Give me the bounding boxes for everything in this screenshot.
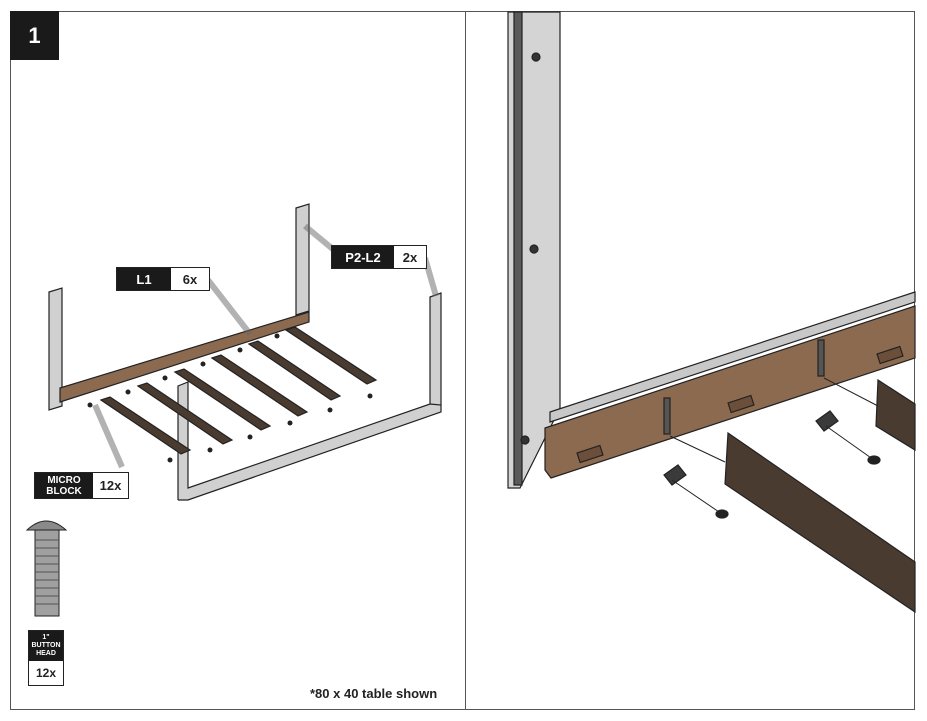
callout-l1: L1 6x: [116, 267, 210, 291]
callout-micro-block-qty: 12x: [99, 478, 122, 493]
callout-l1-code: L1: [117, 268, 171, 290]
callout-p2-l2: P2-L2 2x: [331, 245, 427, 269]
footnote: *80 x 40 table shown: [310, 686, 438, 701]
step-number-badge: 1: [10, 11, 59, 60]
hardware-qty: 12x: [35, 666, 57, 680]
callout-micro-block-code: MICRO BLOCK: [35, 473, 93, 498]
hardware-spec: 1" BUTTON HEAD: [29, 631, 63, 661]
hardware-callout: 1" BUTTON HEAD 12x: [28, 630, 64, 686]
callout-p2-l2-qty: 2x: [402, 249, 418, 265]
hardware-size: 1": [42, 634, 50, 641]
callout-l1-qty: 6x: [182, 271, 198, 287]
panel-divider: [465, 11, 466, 710]
callout-p2-l2-code: P2-L2: [332, 246, 394, 268]
step-number: 1: [28, 22, 41, 48]
right-closeup: [507, 11, 916, 614]
callout-micro-block: MICRO BLOCK 12x: [34, 472, 129, 499]
instruction-frame: [10, 11, 915, 710]
left-assembly: [48, 203, 442, 501]
button-head-bolt: [25, 520, 68, 617]
hardware-type: BUTTON HEAD: [31, 642, 61, 657]
